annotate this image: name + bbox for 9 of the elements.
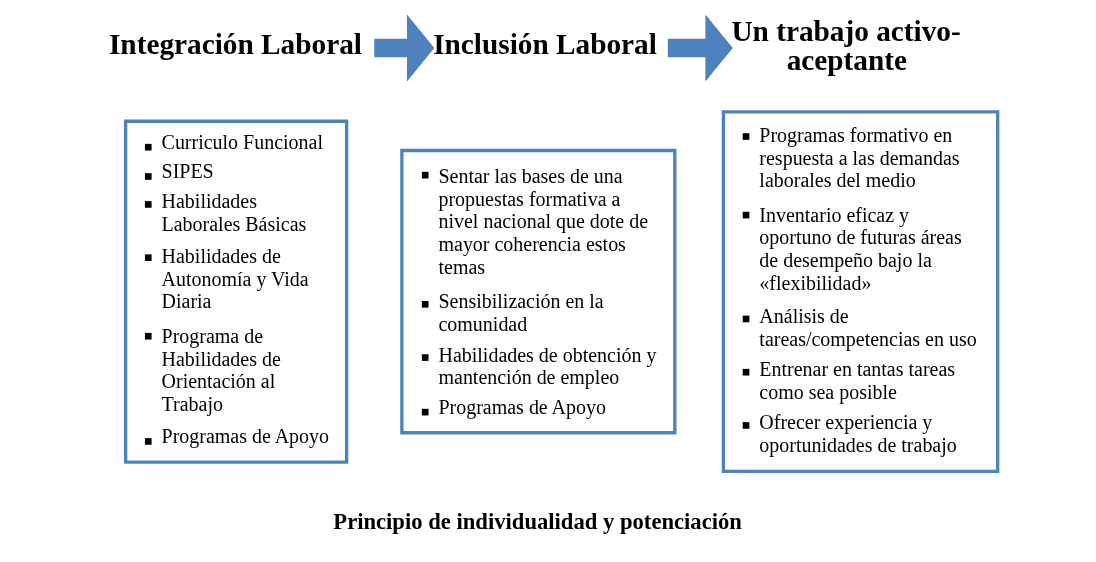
node-box: Programas formativo en respuesta a las demandas laborales del medio Inventario eficaz y oportuno de futuras áreas de desempeño bajo la «flexibilidad» Análisis de tareas/competencias en uso Entrenar en tantas tareas como sea posible Ofrecer experiencia y oportunidades de trabajo [721,110,1000,474]
node-box: Curriculo Funcional SIPES Habilidades Laborales Básicas Habilidades de Autonomía y Vida Diaria Programa de Habilidades de Orientación al Trabajo Programas de Apoyo [123,119,349,464]
arrow [374,14,435,82]
node-text: Inclusión Laboral [433,28,657,61]
node-text: Un trabajo activo-aceptante [731,14,961,77]
label: Principio de individualidad y potenciación [333,508,742,534]
node-text: Integración Laboral [108,28,362,61]
node-box: Sentar las bases de una propuestas formativa a nivel nacional que dote de mayor coherencia estos temas Sensibilización en la comunidad Habilidades de obtención y mantención de empleo Programas de Apoyo [400,148,677,435]
arrow [667,14,733,82]
